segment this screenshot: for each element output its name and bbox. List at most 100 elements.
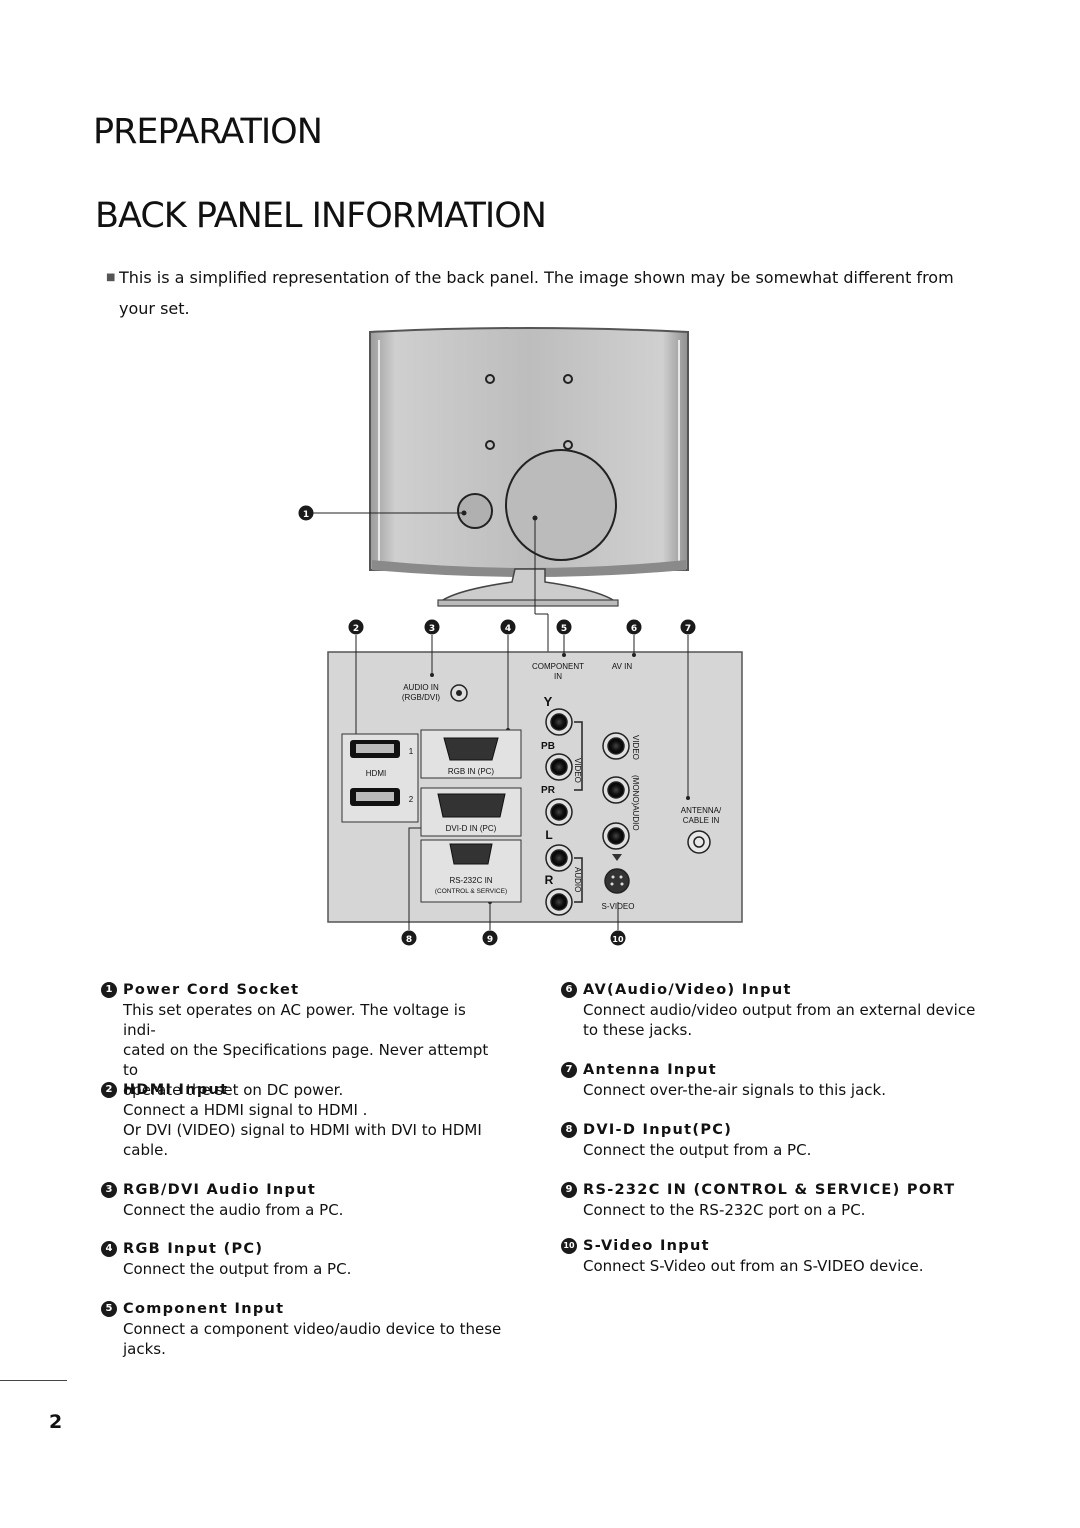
item-title: RGB/DVI Audio Input [123, 1182, 317, 1198]
l-label: L [545, 828, 552, 842]
svg-text:5: 5 [561, 624, 567, 634]
item-title: DVI-D Input(PC) [583, 1122, 733, 1138]
component-pr-jack [550, 803, 568, 821]
item-text: Connect the audio from a PC. [123, 1201, 344, 1219]
item-text: to these jacks. [583, 1021, 693, 1039]
callout-number: 10 [561, 1238, 577, 1254]
callout-number: 1 [101, 982, 117, 998]
item-av-input: 6 AV(Audio/Video) Input Connect audio/vi… [561, 980, 983, 1040]
antenna-sublabel: CABLE IN [683, 816, 720, 825]
item-title: RGB Input (PC) [123, 1241, 264, 1257]
dvid-in-port [437, 793, 506, 818]
callout-8: 8 [401, 930, 417, 946]
callout-7: 7 [680, 619, 696, 635]
y-label: Y [544, 694, 553, 709]
av-audio-label: (MONO)AUDIO [631, 775, 640, 831]
pb-label: PB [541, 741, 555, 752]
item-text: Connect a component video/audio device t… [123, 1320, 502, 1338]
rs232c-sublabel: (CONTROL & SERVICE) [435, 888, 507, 895]
item-text: cable. [123, 1141, 169, 1159]
component-sublabel: IN [554, 672, 562, 681]
terminal-cover [505, 449, 617, 561]
item-title: Power Cord Socket [123, 982, 300, 998]
callout-4: 4 [500, 619, 516, 635]
component-video-label: VIDEO [573, 758, 582, 783]
svideo-jack [604, 868, 630, 894]
component-audio-label: AUDIO [573, 867, 582, 892]
audio-in-label: AUDIO IN [403, 683, 439, 692]
svg-text:2: 2 [353, 624, 359, 634]
audio-in-sublabel: (RGB/DVI) [402, 693, 441, 702]
component-y-jack [550, 713, 568, 731]
callout-number: 5 [101, 1301, 117, 1317]
item-title: AV(Audio/Video) Input [583, 982, 792, 998]
tv-back [369, 327, 689, 607]
item-text: Connect to the RS-232C port on a PC. [583, 1201, 866, 1219]
page-number: 2 [49, 1411, 63, 1433]
item-title: S-Video Input [583, 1238, 710, 1254]
svg-text:10: 10 [612, 935, 624, 944]
callout-3: 3 [424, 619, 440, 635]
hdmi-2-label: 2 [409, 795, 414, 804]
dvid-in-label: DVI-D IN (PC) [446, 824, 497, 833]
item-text: Connect the output from a PC. [123, 1260, 352, 1278]
component-audio-r-jack [550, 893, 568, 911]
item-antenna-input: 7 Antenna Input Connect over-the-air sig… [561, 1060, 983, 1100]
component-audio-l-jack [550, 849, 568, 867]
callout-number: 6 [561, 982, 577, 998]
item-text: Connect audio/video output from an exter… [583, 1001, 976, 1019]
callout-number: 3 [101, 1182, 117, 1198]
svg-text:9: 9 [487, 935, 493, 945]
page-title: BACK PANEL INFORMATION [95, 196, 547, 236]
item-title: HDMI Input [123, 1082, 229, 1098]
svg-text:1: 1 [303, 510, 309, 520]
power-socket [457, 493, 493, 529]
svg-text:7: 7 [685, 624, 691, 634]
callout-number: 7 [561, 1062, 577, 1078]
callout-9: 9 [482, 930, 498, 946]
callout-6: 6 [626, 619, 642, 635]
rgb-in-label: RGB IN (PC) [448, 767, 495, 776]
av-audio-r-jack [607, 827, 625, 845]
intro-note-text: This is a simplified representation of t… [119, 268, 954, 318]
svg-text:8: 8 [406, 935, 412, 945]
item-rgb-dvi-audio-input: 3 RGB/DVI Audio Input Connect the audio … [101, 1180, 503, 1220]
av-video-label: VIDEO [631, 735, 640, 760]
rgb-in-port [443, 737, 499, 761]
item-title: Component Input [123, 1301, 285, 1317]
item-text: jacks. [123, 1340, 166, 1358]
item-text: Or DVI (VIDEO) signal to HDMI with DVI t… [123, 1121, 482, 1139]
item-title: Antenna Input [583, 1062, 718, 1078]
component-label: COMPONENT [532, 662, 584, 671]
pr-label: PR [541, 785, 556, 796]
item-text: Connect the output from a PC. [583, 1141, 812, 1159]
svg-text:4: 4 [505, 624, 511, 634]
item-hdmi-input: 2 HDMI Input Connect a HDMI signal to HD… [101, 1080, 503, 1160]
footer-rule [0, 1380, 67, 1381]
hdmi-label: HDMI [366, 769, 386, 778]
callout-2: 2 [348, 619, 364, 635]
item-text: Connect S-Video out from an S-VIDEO devi… [583, 1257, 924, 1275]
intro-note: ■ This is a simplified representation of… [106, 262, 956, 324]
item-text: Connect over-the-air signals to this jac… [583, 1081, 886, 1099]
svideo-label: S-VIDEO [602, 902, 635, 911]
svg-text:3: 3 [429, 624, 435, 634]
component-pb-jack [550, 758, 568, 776]
svg-text:6: 6 [631, 624, 637, 634]
item-rs232c-port: 9 RS-232C IN (CONTROL & SERVICE) PORT Co… [561, 1180, 1003, 1220]
item-title: RS-232C IN (CONTROL & SERVICE) PORT [583, 1182, 956, 1198]
av-video-jack [607, 737, 625, 755]
item-rgb-input: 4 RGB Input (PC) Connect the output from… [101, 1239, 503, 1279]
item-svideo-input: 10 S-Video Input Connect S-Video out fro… [561, 1236, 983, 1276]
callout-number: 2 [101, 1082, 117, 1098]
item-text: Connect a HDMI signal to HDMI . [123, 1101, 368, 1119]
item-power-cord-socket: 1 Power Cord Socket This set operates on… [101, 980, 503, 1100]
square-bullet-icon: ■ [106, 272, 116, 283]
item-text: operate the set on DC power. [123, 1081, 344, 1099]
item-component-input: 5 Component Input Connect a component vi… [101, 1299, 503, 1359]
back-panel-diagram: 1 2 3 4 5 6 7 8 9 10 AUDIO IN (RGB/DVI) [298, 327, 743, 946]
callout-1: 1 [298, 505, 314, 521]
av-audio-l-jack [607, 781, 625, 799]
hdmi-1-label: 1 [409, 747, 414, 756]
rs232c-label: RS-232C IN [449, 876, 492, 885]
